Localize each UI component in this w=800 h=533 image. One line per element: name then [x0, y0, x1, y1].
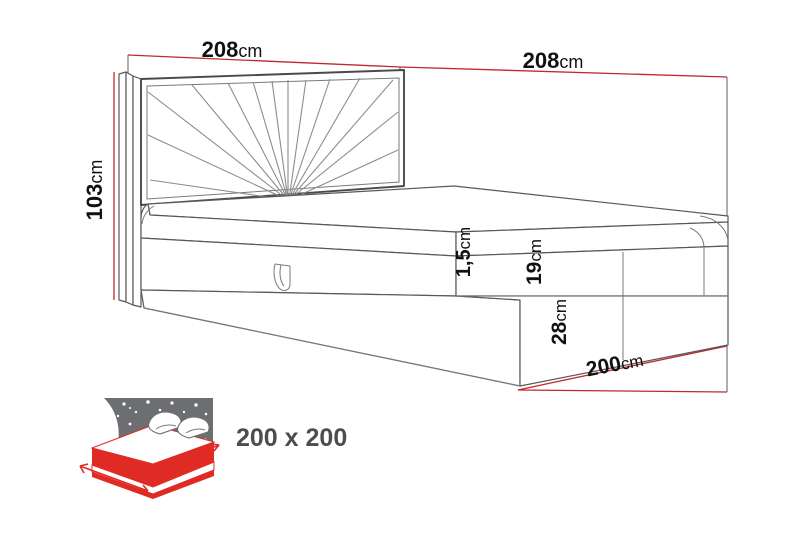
dim-line-bed-length-a — [517, 389, 728, 393]
label-headboard-height: 103cm — [82, 160, 107, 221]
bed-size-icon — [79, 398, 220, 499]
icon-pillow-right — [177, 416, 210, 439]
dim-line-bed-length — [559, 345, 728, 382]
dimension-labels: 208cm 208cm 103cm 1,5cm 19cm 28cm — [82, 37, 645, 381]
bed-body — [140, 185, 729, 387]
base-front-face — [140, 289, 521, 387]
corner-round-left — [141, 205, 155, 225]
label-headboard-width: 208cm — [202, 37, 263, 62]
icon-base-red — [92, 470, 214, 499]
label-mattress-height: 19cm — [523, 239, 546, 285]
corner-round-right — [699, 215, 729, 241]
seam-right-3 — [689, 227, 705, 296]
label-total-depth: 208cm — [523, 48, 584, 73]
headboard-inner-frame — [146, 77, 400, 200]
size-label-text: 200 x 200 — [236, 424, 347, 452]
headboard — [118, 69, 405, 308]
dim-line-headboard-width — [127, 54, 401, 68]
headboard-edge-1 — [118, 71, 127, 303]
dim-line-total-depth — [399, 66, 728, 78]
headboard-sunburst-pattern — [147, 77, 399, 201]
label-mattress-topper: 1,5cm — [453, 227, 475, 277]
base-bottom-edge — [143, 307, 521, 387]
icon-dimension-arrows — [79, 443, 220, 492]
headboard-edge-2 — [125, 71, 134, 306]
dim-line-bed-length-b — [517, 380, 561, 391]
headboard-edge-3 — [132, 75, 142, 308]
headboard-panel — [140, 69, 405, 206]
label-base-height: 28cm — [548, 299, 571, 345]
lift-handle-icon — [273, 263, 291, 292]
